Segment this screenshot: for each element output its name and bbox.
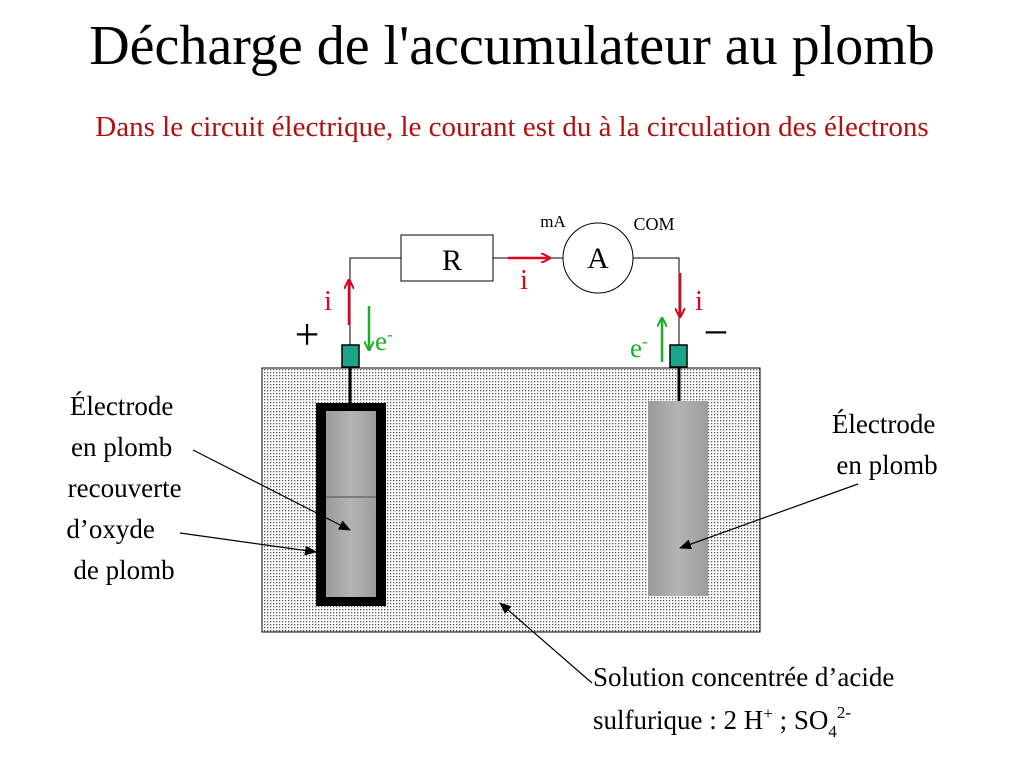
ammeter-label: A [587,242,609,275]
page-subtitle: Dans le circuit électrique, le courant e… [95,111,929,143]
right-label-pointer [679,483,859,549]
negative-terminal [669,344,688,368]
negative-sign: − [704,308,729,357]
electron-label-left: e- [375,325,393,356]
right-electrode-label: Électrode en plomb [832,409,942,480]
ammeter [562,222,634,294]
left-electrode-label: Électrode en plomb recouverte d’oxyde de… [66,391,188,585]
solution-label-line2: sulfurique : 2 H+ ; SO42- [593,703,851,741]
resistor-label: R [442,244,462,277]
left-label-pointer-1 [192,449,351,531]
current-label-left: i [324,286,332,317]
current-label-right: i [695,286,703,317]
solution-label-pointer [499,602,593,684]
positive-terminal [341,344,360,368]
electron-label-right: e- [630,332,648,363]
right-electrode-plate [648,401,708,596]
ammeter-terminal-ma: mA [540,212,566,231]
solution-label-line1: Solution concentrée d’acide [593,662,894,692]
left-label-pointer-2 [179,532,317,556]
wire-right [633,257,680,345]
ammeter-terminal-com: COM [633,214,674,234]
resistor [400,234,494,282]
left-electrode-plate [326,411,376,597]
page-title: Décharge de l'accumulateur au plomb [89,15,935,77]
current-label-middle: i [520,265,528,296]
positive-sign: + [295,310,320,359]
